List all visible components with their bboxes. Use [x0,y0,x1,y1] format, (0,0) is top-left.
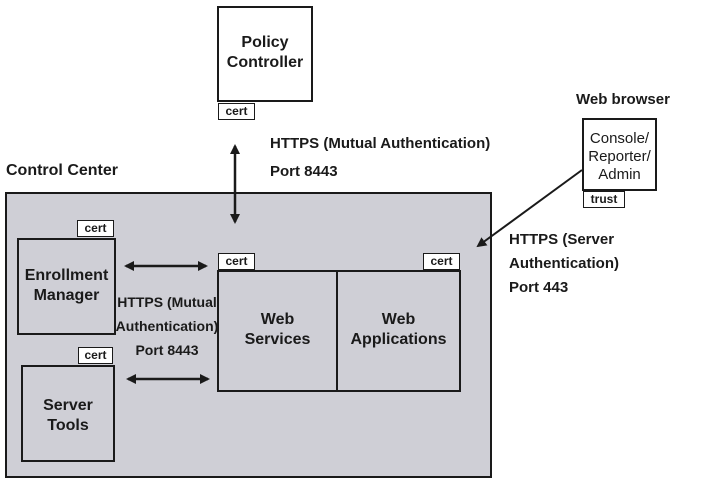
server-tools-label-line1: Server [43,397,93,414]
server-tools-box: Server Tools [21,365,115,462]
internal-link-label: HTTPS (Mutual Authentication) Port 8443 [112,290,222,362]
web-browser-title: Web browser [576,91,670,108]
web-browser-trust: trust [583,191,625,208]
web-services-label-line1: Web [260,311,295,328]
browser-link-line1: HTTPS (Server Authentication) [509,231,619,272]
policy-link-label: HTTPS (Mutual Authentication) Port 8443 [270,130,490,186]
policy-link-line2: Port 8443 [270,163,338,180]
web-browser-line2: Reporter/ [588,148,651,165]
web-applications-label-line1: Web [381,311,416,328]
server-tools-cert: cert [78,347,113,364]
internal-link-line2: Authentication) [115,318,219,334]
policy-link-line1: HTTPS (Mutual Authentication) [270,135,491,152]
web-services-cert: cert [218,253,255,270]
web-browser-line1: Console/ [589,130,650,147]
control-center-title: Control Center [6,162,118,179]
web-applications-box: Web Applications [336,270,461,392]
internal-link-line3: Port 8443 [135,342,199,358]
web-applications-cert: cert [423,253,460,270]
web-browser-line3: Admin [598,166,641,183]
policy-controller-cert: cert [218,103,255,120]
web-applications-label-line2: Applications [350,331,447,348]
policy-controller-label-line2: Controller [226,54,304,71]
enrollment-manager-label-line2: Manager [33,287,100,304]
browser-link-label: HTTPS (Server Authentication) Port 443 [509,228,725,300]
browser-link-line2: Port 443 [509,279,569,296]
server-tools-label-line2: Tools [47,417,89,434]
enrollment-manager-box: Enrollment Manager [17,238,116,335]
policy-controller-label-line1: Policy [241,34,289,51]
enrollment-manager-label-line1: Enrollment [24,267,109,284]
web-services-label-line2: Services [244,331,311,348]
web-services-box: Web Services [217,270,338,392]
enrollment-manager-cert: cert [77,220,114,237]
internal-link-line1: HTTPS (Mutual [117,294,217,310]
web-browser-box: Console/ Reporter/ Admin [582,118,657,191]
policy-controller-box: Policy Controller [217,6,313,102]
arrow-browser-to-controlcenter [476,169,583,248]
